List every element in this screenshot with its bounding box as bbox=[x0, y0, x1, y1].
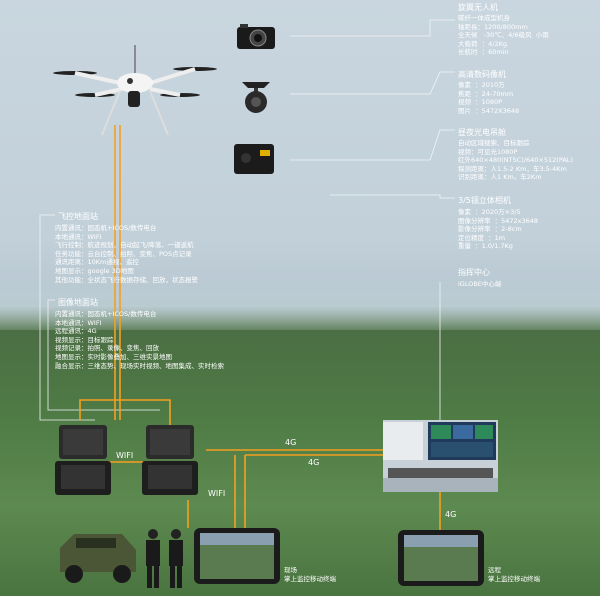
command-specs: iGLOBE中心端 bbox=[458, 280, 501, 289]
camera-icon bbox=[237, 24, 275, 49]
gcs2-frame-line bbox=[47, 299, 160, 411]
gcs1-spec-line: 飞行控制：航迹规划、自动起飞/降落、一键返航 bbox=[55, 241, 194, 250]
oblique-title: 3/5镜立体相机 bbox=[458, 196, 511, 205]
ir-spec-line: 自动区域搜索、目标跟踪 bbox=[458, 139, 530, 147]
gcs1-spec-line: 其他功能：全状态飞行数据存储、回放，状态报警 bbox=[55, 275, 198, 284]
drone-icon bbox=[53, 45, 217, 136]
camera-spec-line: 像素 ：2010万 bbox=[458, 81, 505, 89]
gcs2-title: 图像地面站 bbox=[58, 298, 98, 307]
4g-label-2: 4G bbox=[308, 458, 320, 467]
oblique-callout-line bbox=[330, 194, 455, 199]
tablet-2-caption-2: 掌上监控移动终端 bbox=[488, 575, 540, 583]
gcs1-spec-line: 本地通讯：WIFI bbox=[55, 232, 102, 241]
camera-spec-line: 视频 ：1080P bbox=[458, 98, 503, 107]
gcs2-spec-line: 地图显示：实时影像叠加、三维实景地图 bbox=[55, 352, 172, 361]
gimbal-camera-icon bbox=[242, 82, 270, 113]
ir-spec-line: 红外640×480(NTSC)/640×512(PAL) bbox=[458, 156, 573, 165]
ir-spec-line: 识别距离：人1 Km，车2Km bbox=[458, 173, 542, 182]
gcs2-spec-line: 内置通讯：固态机+ICOS/数传电台 bbox=[55, 310, 157, 318]
command-title: 指挥中心 bbox=[458, 268, 490, 277]
uav-spec-line: 大载荷 ：4/2Kg bbox=[458, 39, 507, 48]
ground-station-2-icon bbox=[142, 425, 198, 495]
uav-callout-line bbox=[290, 19, 455, 37]
gcs1-spec-line: 地图显示：google 3D地图 bbox=[55, 266, 134, 275]
4g-label-3: 4G bbox=[445, 510, 457, 519]
vehicle-icon bbox=[60, 534, 136, 583]
4g-label-1: 4G bbox=[285, 438, 297, 447]
tablet-2-icon bbox=[398, 530, 484, 586]
camera-title: 高清数码像机 bbox=[458, 70, 506, 79]
gcs1-spec-line: 内置通讯：固态机+ICOS/数传电台 bbox=[55, 224, 157, 232]
tablet-1-caption-2: 掌上监控移动终端 bbox=[284, 575, 336, 583]
command-center-icon bbox=[383, 420, 498, 492]
gcs2-spec-line: 融合显示：三维态势、现场实时视频、地图集成、实时检索 bbox=[55, 361, 224, 370]
camera-spec-line: 图片 ：5472X3648 bbox=[458, 106, 520, 115]
uav-spec-line: 碳纤一体成型机身 bbox=[458, 14, 510, 22]
tablet-2-caption-1: 远程 bbox=[488, 566, 501, 574]
oblique-spec-line: 像素 ：2020万×3/5 bbox=[458, 208, 521, 216]
uav-spec-line: 长航时 ：60min bbox=[458, 48, 509, 57]
gcs1-title: 飞控地面站 bbox=[58, 212, 98, 221]
oblique-spec-line: 重量 ：1.0/1.7Kg bbox=[458, 242, 513, 251]
ir-title: 昼夜光电吊舱 bbox=[458, 128, 506, 137]
camera-spec-line: 焦距 ：24-70mm bbox=[458, 89, 514, 98]
gcs1-spec-line: 通讯距离：10Km通视、遥控 bbox=[55, 258, 139, 267]
wifi-label-1: WIFI bbox=[116, 451, 134, 460]
wifi-label-2: WIFI bbox=[208, 489, 226, 498]
ir-spec-line: 探测距离：人1.5-2 Km，车3.5-4Km bbox=[458, 164, 567, 173]
uav-spec-line: 全天候 -30℃、4/6级风 小雨 bbox=[458, 31, 549, 40]
gcs2-spec-line: 视频显示：目标跟踪 bbox=[55, 335, 114, 344]
oblique-spec-line: 影像分辨率 ：2-8cm bbox=[458, 225, 522, 234]
gcs2-spec-line: 视频记录：拍照、录像、变焦、回放 bbox=[55, 344, 159, 353]
command-spec-line: iGLOBE中心端 bbox=[458, 280, 502, 288]
personnel-icon bbox=[146, 529, 183, 588]
ir-spec-line: 视频：可见光1080P bbox=[458, 147, 518, 156]
gcs2-spec-line: 本地通讯：WIFI bbox=[55, 318, 102, 327]
uav-spec-line: 轴距長：1200/800mm bbox=[458, 22, 528, 31]
ir-callout-line bbox=[290, 129, 455, 161]
uav-title: 旋翼无人机 bbox=[458, 3, 498, 12]
gcs2-spec-line: 远程通讯：4G bbox=[55, 327, 97, 336]
ir-pod-icon bbox=[234, 144, 274, 174]
gcs-link bbox=[79, 399, 171, 425]
tablet-1-caption-1: 现场 bbox=[284, 566, 297, 574]
horizon-haze bbox=[0, 270, 600, 330]
camera-callout-line bbox=[290, 71, 455, 95]
tablet-1-icon bbox=[194, 528, 280, 584]
oblique-spec-line: 图像分辨率 ：5472x3648 bbox=[458, 216, 539, 225]
gcs1-spec-line: 任务功能：云台控制、拍照、变焦、POS点记录 bbox=[55, 249, 192, 258]
ground-station-1-icon bbox=[55, 425, 111, 495]
oblique-spec-line: 定位精度 ：1m bbox=[458, 233, 506, 242]
gcs1-frame-line bbox=[39, 214, 95, 421]
